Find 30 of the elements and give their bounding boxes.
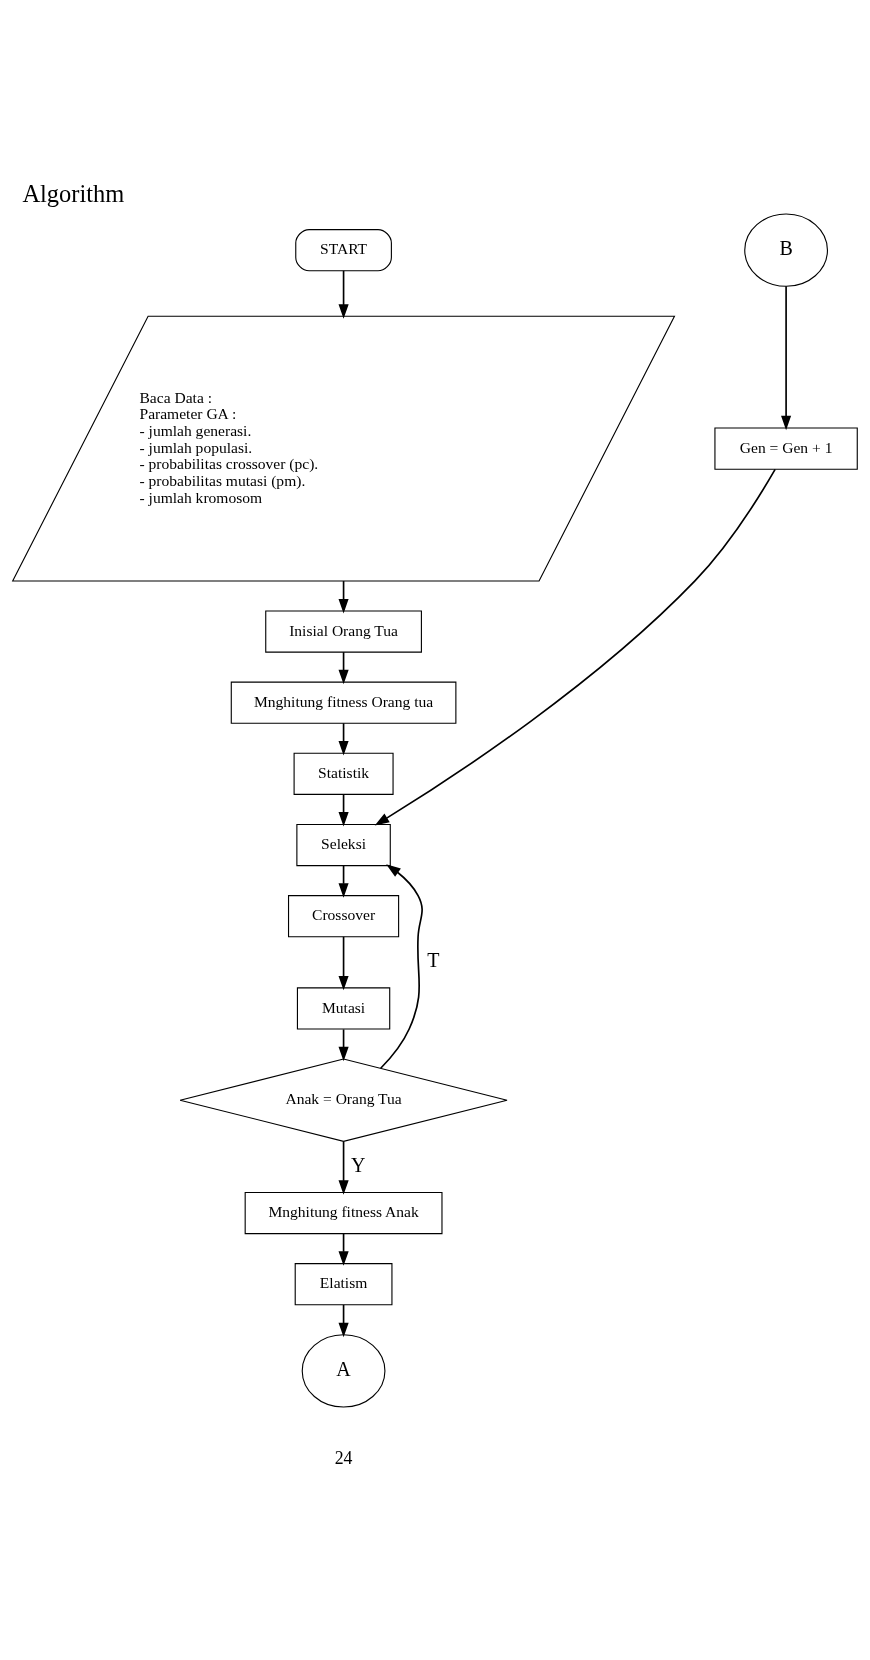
arrow bbox=[338, 1140, 349, 1195]
arrow bbox=[338, 722, 349, 756]
arrow bbox=[338, 269, 349, 319]
arrow bbox=[338, 1304, 349, 1338]
node-box: Statistik bbox=[293, 752, 394, 795]
edge-label: T bbox=[427, 949, 440, 972]
node-box: Crossover bbox=[288, 895, 400, 938]
edge-label: Y bbox=[351, 1153, 366, 1176]
node-box: Elatism bbox=[294, 1263, 393, 1306]
arrow bbox=[379, 864, 423, 1070]
label: 24 bbox=[334, 1447, 353, 1468]
arrow bbox=[338, 580, 349, 614]
arrow bbox=[338, 1232, 349, 1266]
node-ellipse: A bbox=[301, 1334, 386, 1408]
node-box: START bbox=[295, 229, 392, 272]
node-diamond: Anak = Orang Tua bbox=[179, 1058, 508, 1142]
node-ellipse: B bbox=[744, 213, 828, 287]
arrow bbox=[338, 793, 349, 827]
arrow bbox=[374, 468, 776, 826]
arrow bbox=[338, 864, 349, 898]
node-box: Mnghitung fitness Anak bbox=[244, 1191, 443, 1235]
node-box: Mnghitung fitness Orang tua bbox=[230, 681, 457, 724]
node-box: Gen = Gen + 1 bbox=[714, 427, 858, 470]
arrow bbox=[338, 651, 349, 685]
node-box: Inisial Orang Tua bbox=[265, 610, 422, 653]
node-box: Mutasi bbox=[296, 987, 391, 1030]
node-box: Seleksi bbox=[296, 823, 391, 867]
arrow bbox=[338, 936, 349, 991]
diagram-title: Algorithm bbox=[22, 180, 125, 208]
arrow bbox=[781, 285, 792, 431]
